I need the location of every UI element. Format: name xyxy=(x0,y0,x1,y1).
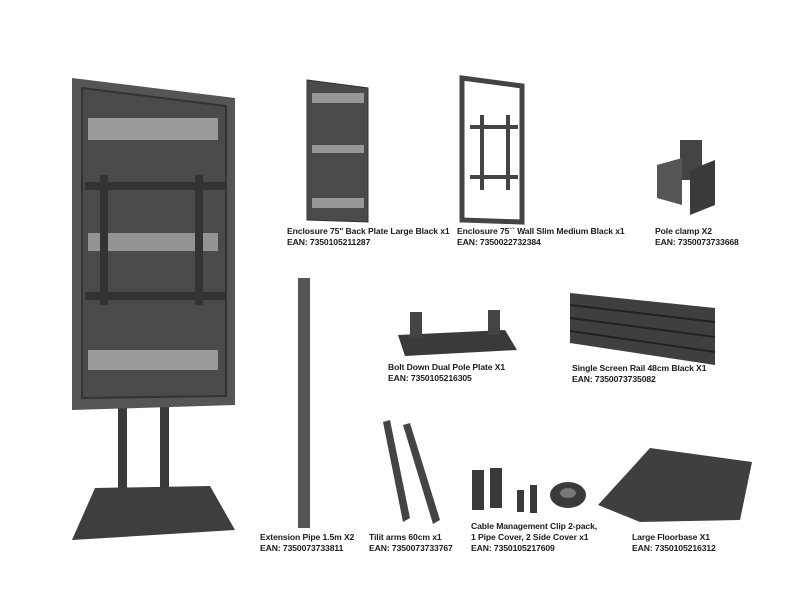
item-name-line1: Cable Management Clip 2-pack, xyxy=(471,521,598,531)
item-name: Pole clamp X2 xyxy=(655,226,712,236)
back-plate-image xyxy=(306,79,369,223)
item-name: Single Screen Rail 48cm Black X1 xyxy=(572,363,707,373)
item-ean: EAN: 7350073733668 xyxy=(655,237,739,247)
item-ean: EAN: 7350105217609 xyxy=(471,543,555,553)
display-enclosure-stand-image xyxy=(72,78,235,540)
tilt-arms-image xyxy=(383,420,440,524)
wall-slim-frame-image xyxy=(459,75,525,225)
item-ean: EAN: 7350073735082 xyxy=(572,374,656,384)
item-label-cable-management: Cable Management Clip 2-pack,1 Pipe Cove… xyxy=(471,521,597,554)
extension-pipe-image xyxy=(298,278,310,528)
dual-pole-plate-image xyxy=(398,310,517,356)
pole-clamp-image xyxy=(657,140,715,215)
item-ean: EAN: 7350073733767 xyxy=(369,543,453,553)
screen-rail-image xyxy=(569,293,716,365)
item-label-wall-slim: Enclosure 75`` Wall Slim Medium Black x1… xyxy=(457,226,625,248)
item-name: Tilit arms 60cm x1 xyxy=(369,532,442,542)
item-ean: EAN: 7350105211287 xyxy=(287,237,371,247)
item-ean: EAN: 7350105216312 xyxy=(632,543,716,553)
item-ean: EAN: 7350105216305 xyxy=(388,373,472,383)
cable-management-image xyxy=(472,468,586,513)
item-name: Bolt Down Dual Pole Plate X1 xyxy=(388,362,506,372)
item-name: Extension Pipe 1.5m X2 xyxy=(260,532,355,542)
item-name: Enclosure 75" Back Plate Large Black x1 xyxy=(287,226,450,236)
item-name: Enclosure 75`` Wall Slim Medium Black x1 xyxy=(457,226,625,236)
item-name-line2: 1 Pipe Cover, 2 Side Cover x1 xyxy=(471,532,589,542)
item-ean: EAN: 7350073733811 xyxy=(260,543,344,553)
item-ean: EAN: 7350022732384 xyxy=(457,237,541,247)
item-name: Large Floorbase X1 xyxy=(632,532,710,542)
floorbase-image xyxy=(598,448,752,522)
